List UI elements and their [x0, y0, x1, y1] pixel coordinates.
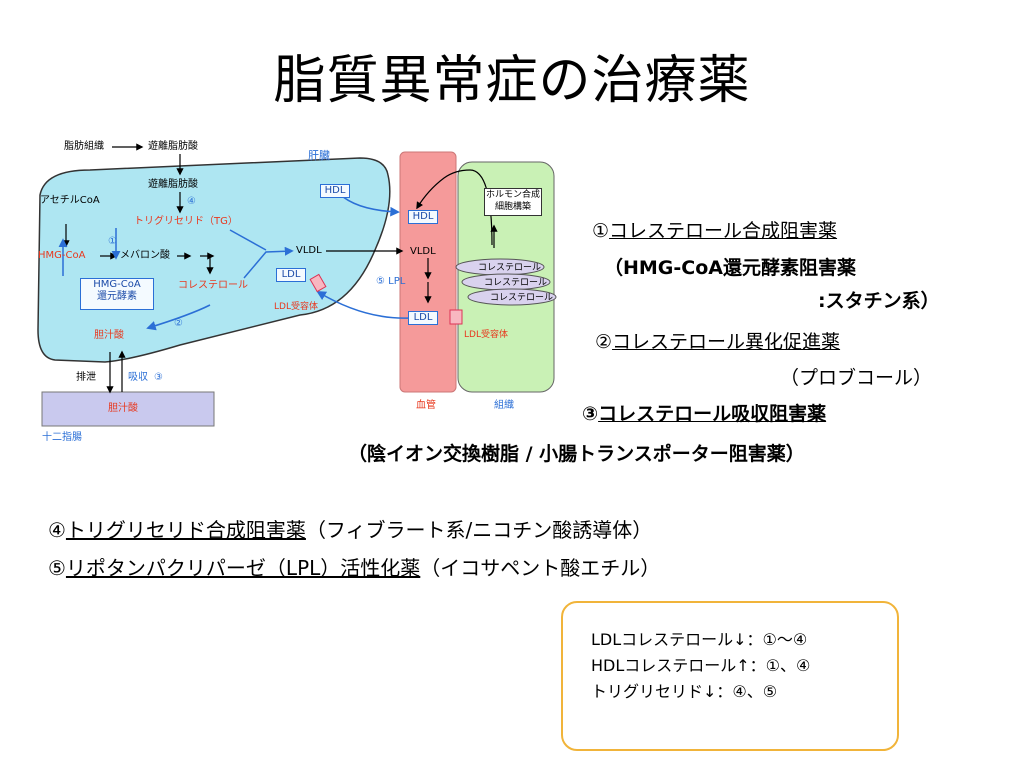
drug-5-name: リポタンパクリパーゼ（LPL）活性化薬	[65, 556, 421, 580]
hormone-line1: ホルモン合成	[485, 190, 540, 200]
hmg-coa-label: HMG-CoA	[38, 250, 86, 261]
mevalonate-label: メバロン酸	[120, 250, 170, 261]
bile-acid-liver-label: 胆汁酸	[94, 330, 124, 341]
triglyceride-label: トリグリセリド（TG）	[134, 216, 238, 227]
ffa-top-label: 遊離脂肪酸	[148, 141, 198, 152]
hdl-blood-box: HDL	[408, 210, 438, 224]
drug-2-name: コレステロール異化促進薬	[612, 331, 841, 353]
num1-diagram: ①	[108, 236, 117, 247]
diagram-graphics	[37, 143, 557, 427]
ldl-liver-box: LDL	[276, 268, 306, 282]
num2-diagram: ②	[174, 318, 183, 329]
summary-box: LDLコレステロール↓：①～④ HDLコレステロール↑：①、④ トリグリセリド↓…	[561, 601, 899, 751]
vldl-liver-label: VLDL	[296, 245, 322, 256]
drug-4: ④トリグリセリド合成阻害薬（フィブラート系/ニコチン酸誘導体）	[48, 514, 652, 543]
ldl-receptor-tissue-label: LDL受容体	[464, 330, 508, 340]
drug-2-sub: （プロブコール）	[780, 367, 933, 389]
drug-4-note: （フィブラート系/ニコチン酸誘導体）	[305, 518, 653, 542]
summary-hdl: HDLコレステロール↑：①、④	[591, 656, 811, 675]
fat-tissue-label: 脂肪組織	[64, 141, 104, 152]
ffa-liver-label: 遊離脂肪酸	[148, 179, 198, 190]
hormone-synthesis-box: ホルモン合成 細胞構築	[484, 188, 542, 216]
absorption-label: 吸収	[128, 372, 148, 383]
drug-5-num: ⑤	[48, 556, 66, 580]
drug-5-note: （イコサペント酸エチル）	[420, 556, 661, 580]
drug-1: ①コレステロール合成阻害薬	[592, 219, 837, 243]
drug-4-name: トリグリセリド合成阻害薬	[65, 518, 306, 542]
drug-1-name: コレステロール合成阻害薬	[609, 220, 838, 242]
liver-label: 肝臓	[308, 149, 330, 162]
lipid-metabolism-diagram: 脂肪組織 遊離脂肪酸 肝臓 遊離脂肪酸 アセチルCoA ④ トリグリセリド（TG…	[30, 130, 570, 460]
excretion-label: 排泄	[76, 372, 96, 383]
hormone-line2: 細胞構築	[494, 202, 531, 212]
drug-1-num: ①	[592, 220, 610, 242]
blood-vessel-label: 血管	[416, 400, 436, 411]
ldl-blood-box: LDL	[408, 311, 438, 325]
tissue-cholesterol-b: コレステロール	[484, 278, 548, 288]
page-title: 脂質異常症の治療薬	[273, 51, 751, 111]
summary-tg: トリグリセリド↓：④、⑤	[591, 682, 778, 701]
drug-3-sub: （陰イオン交換樹脂 / 小腸トランスポーター阻害薬）	[348, 443, 805, 465]
tissue-cholesterol-a: コレステロール	[478, 263, 542, 273]
enzyme-line1: HMG-CoA	[93, 279, 141, 290]
drug-1-sub2: :スタチン系）	[818, 290, 940, 312]
cholesterol-liver-label: コレステロール	[178, 280, 248, 291]
drug-4-num: ④	[48, 518, 66, 542]
duodenum-shape	[41, 391, 215, 427]
drug-3-num: ③	[582, 403, 599, 425]
drug-1-sub1: （HMG-CoA還元酵素阻害薬	[604, 257, 856, 279]
tissue-label: 組織	[494, 400, 514, 411]
lpl-label: ⑤ LPL	[376, 276, 406, 287]
tissue-cholesterol-c: コレステロール	[490, 293, 554, 303]
summary-ldl: LDLコレステロール↓：①～④	[591, 630, 808, 649]
hdl-liver-box: HDL	[320, 184, 350, 198]
drug-3-name: コレステロール吸収阻害薬	[598, 403, 827, 425]
acetyl-coa-label: アセチルCoA	[40, 195, 100, 206]
num4-diagram: ④	[187, 196, 196, 207]
drug-3: ③コレステロール吸収阻害薬	[582, 402, 826, 426]
drug-2-num: ②	[595, 331, 613, 353]
vldl-blood-label: VLDL	[410, 246, 436, 257]
enzyme-line2: 還元酵素	[97, 291, 137, 302]
drug-5: ⑤リポタンパクリパーゼ（LPL）活性化薬（イコサペント酸エチル）	[48, 552, 660, 581]
bile-acid-duodenum-label: 胆汁酸	[108, 403, 138, 414]
ldl-receptor-liver-label: LDL受容体	[274, 302, 318, 312]
hmg-coa-reductase-box: HMG-CoA 還元酵素	[80, 278, 154, 310]
num3-diagram: ③	[154, 372, 163, 383]
duodenum-label: 十二指腸	[42, 432, 82, 443]
drug-2: ②コレステロール異化促進薬	[595, 330, 840, 354]
